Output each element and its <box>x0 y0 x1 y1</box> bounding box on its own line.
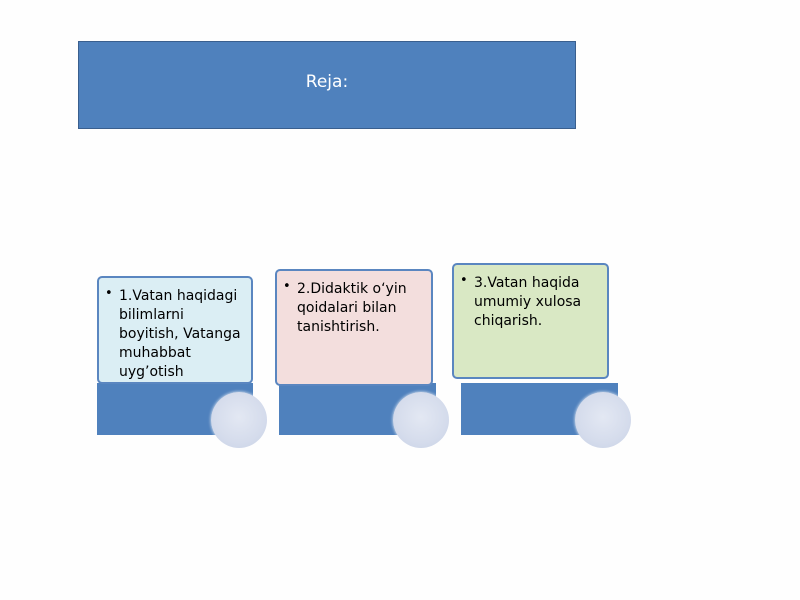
step-3-card: • 3.Vatan haqida umumiy xulosa chiqarish… <box>452 263 609 379</box>
step-2-card: • 2.Didaktik o‘yin qoidalari bilan tanis… <box>275 269 433 386</box>
step-3-circle-icon <box>575 392 631 448</box>
step-1-circle-icon <box>211 392 267 448</box>
step-1-card: • 1.Vatan haqidagi bilimlarni boyitish, … <box>97 276 253 384</box>
step-2-circle-icon <box>393 392 449 448</box>
step-3-text: 3.Vatan haqida umumiy xulosa chiqarish. <box>474 275 582 329</box>
slide-title: Reja: <box>305 72 349 92</box>
bullet-icon: • <box>283 279 291 294</box>
title-box: Reja: <box>78 41 576 129</box>
step-2-text: 2.Didaktik o‘yin qoidalari bilan tanisht… <box>297 281 407 335</box>
bullet-icon: • <box>105 286 113 301</box>
bullet-icon: • <box>460 273 468 288</box>
step-1-text: 1.Vatan haqidagi bilimlarni boyitish, Va… <box>119 288 241 380</box>
